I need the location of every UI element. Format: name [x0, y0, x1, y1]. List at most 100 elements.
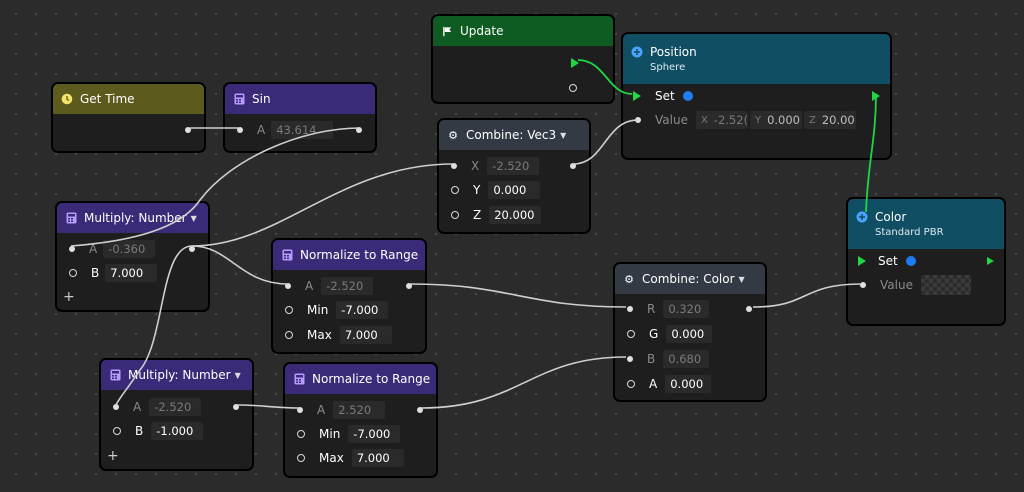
sin-node[interactable]: Sin A 43.614 [223, 82, 377, 153]
combine-color-header[interactable]: ⚙ Combine: Color ▼ [615, 264, 765, 294]
color-set-toggle[interactable] [905, 256, 916, 266]
calculator-icon [293, 373, 305, 385]
color-g-field[interactable]: 0.000 [666, 325, 713, 343]
color-out-pin[interactable] [746, 306, 752, 312]
normalize-2-a-field[interactable]: 2.520 [333, 401, 386, 419]
position-set-toggle[interactable] [682, 91, 693, 101]
color-value-pin[interactable] [860, 282, 866, 288]
color-r-label: R [647, 302, 656, 316]
vec3-z-pin[interactable] [451, 211, 459, 219]
color-exec-out-pin[interactable] [987, 257, 994, 265]
exec-out-pin[interactable] [571, 58, 579, 68]
multiply-number-node-1[interactable]: Multiply: Number ▼ A -0.360 B 7.000 + [55, 201, 210, 312]
sin-header[interactable]: Sin [225, 84, 375, 114]
multiply-1-header[interactable]: Multiply: Number ▼ [57, 203, 208, 233]
normalize-2-max-pin[interactable] [297, 454, 305, 462]
multiply-2-b-field[interactable]: -1.000 [151, 422, 204, 440]
multiply-1-out-pin[interactable] [189, 246, 195, 252]
position-x-field[interactable]: X-2.52( [695, 111, 748, 129]
multiply-1-a-pin[interactable] [69, 246, 75, 252]
caret-down-icon[interactable]: ▼ [234, 370, 241, 380]
color-g-label: G [649, 327, 659, 341]
normalize-2-header[interactable]: Normalize to Range [285, 364, 436, 394]
normalize-1-min-label: Min [307, 303, 329, 317]
calculator-icon [65, 212, 77, 224]
vec3-x-field[interactable]: -2.520 [487, 157, 540, 175]
combine-vec3-node[interactable]: ⚙ Combine: Vec3 ▼ X -2.520 Y 0.000 Z 20.… [437, 118, 591, 234]
position-header[interactable]: Position Sphere [623, 34, 890, 84]
normalize-2-min-label: Min [319, 427, 341, 441]
normalize-2-out-pin[interactable] [417, 407, 423, 413]
multiply-1-b-field[interactable]: 7.000 [105, 264, 158, 282]
caret-down-icon[interactable]: ▼ [190, 213, 197, 223]
color-b-field[interactable]: 0.680 [663, 350, 710, 368]
color-r-field[interactable]: 0.320 [663, 300, 710, 318]
multiply-2-header[interactable]: Multiply: Number ▼ [101, 360, 252, 390]
normalize-2-min-field[interactable]: -7.000 [348, 425, 401, 443]
vec3-x-pin[interactable] [451, 163, 457, 169]
color-title: Color [875, 210, 907, 224]
normalize-1-min-pin[interactable] [285, 306, 293, 314]
get-time-out-pin[interactable] [185, 127, 191, 133]
combine-vec3-header[interactable]: ⚙ Combine: Vec3 ▼ [439, 120, 589, 150]
vec3-y-pin[interactable] [451, 186, 459, 194]
combine-color-node[interactable]: ⚙ Combine: Color ▼ R 0.320 G 0.000 B 0.6… [613, 262, 767, 402]
vec3-out-pin[interactable] [570, 163, 576, 169]
normalize-1-header[interactable]: Normalize to Range [273, 240, 425, 270]
multiply-1-b-label: B [91, 266, 100, 280]
position-exec-out-pin[interactable] [872, 91, 880, 101]
normalize-2-min-pin[interactable] [297, 430, 305, 438]
multiply-1-b-pin[interactable] [69, 269, 77, 277]
update-out-pin[interactable] [569, 84, 577, 92]
update-node[interactable]: Update [431, 14, 615, 104]
position-title: Position [650, 45, 697, 59]
normalize-2-a-pin[interactable] [297, 407, 303, 413]
multiply-number-node-2[interactable]: Multiply: Number ▼ A -2.520 B -1.000 + [99, 358, 254, 471]
sin-out-pin[interactable] [356, 127, 362, 133]
color-node[interactable]: Color Standard PBR Set Value [846, 197, 1006, 326]
normalize-2-max-field[interactable]: 7.000 [351, 449, 404, 467]
vec3-y-field[interactable]: 0.000 [488, 181, 541, 199]
color-b-label: B [647, 352, 656, 366]
color-b-pin[interactable] [627, 356, 633, 362]
normalize-1-max-label: Max [307, 328, 332, 342]
multiply-2-a-label: A [133, 400, 142, 414]
normalize-1-a-pin[interactable] [285, 283, 291, 289]
normalize-1-min-field[interactable]: -7.000 [336, 301, 389, 319]
multiply-1-a-label: A [89, 242, 98, 256]
color-r-pin[interactable] [627, 306, 633, 312]
normalize-1-a-field[interactable]: -2.520 [321, 277, 374, 295]
normalize-1-out-pin[interactable] [406, 283, 412, 289]
normalize-1-max-field[interactable]: 7.000 [339, 326, 392, 344]
color-value-label: Value [880, 278, 913, 292]
get-time-node[interactable]: Get Time [51, 82, 206, 153]
caret-down-icon[interactable]: ▼ [738, 274, 745, 284]
multiply-2-a-pin[interactable] [113, 404, 119, 410]
normalize-to-range-node-1[interactable]: Normalize to Range A -2.520 Min -7.000 M… [271, 238, 427, 354]
multiply-2-out-pin[interactable] [233, 404, 239, 410]
multiply-2-b-pin[interactable] [113, 427, 121, 435]
position-exec-in-pin[interactable] [633, 91, 641, 101]
combine-color-title: Combine: Color [642, 272, 735, 286]
color-a-pin[interactable] [627, 380, 635, 388]
normalize-1-max-pin[interactable] [285, 331, 293, 339]
gear-icon: ⚙ [624, 272, 634, 286]
get-time-header[interactable]: Get Time [53, 84, 204, 114]
color-swatch[interactable] [920, 275, 971, 295]
color-a-field[interactable]: 0.000 [665, 375, 712, 393]
normalize-to-range-node-2[interactable]: Normalize to Range A 2.520 Min -7.000 Ma… [283, 362, 438, 478]
color-exec-in-pin[interactable] [858, 256, 866, 266]
color-g-pin[interactable] [627, 330, 635, 338]
position-value-pin[interactable] [635, 117, 641, 123]
plus-circle-icon [856, 211, 868, 223]
caret-down-icon[interactable]: ▼ [560, 130, 567, 140]
wire-normalize-to-color-r [409, 283, 627, 308]
update-header[interactable]: Update [433, 16, 613, 46]
color-header[interactable]: Color Standard PBR [848, 199, 1004, 249]
add-input-button[interactable]: + [107, 448, 119, 464]
vec3-z-field[interactable]: 20.000 [489, 206, 542, 224]
add-input-button[interactable]: + [63, 289, 75, 305]
